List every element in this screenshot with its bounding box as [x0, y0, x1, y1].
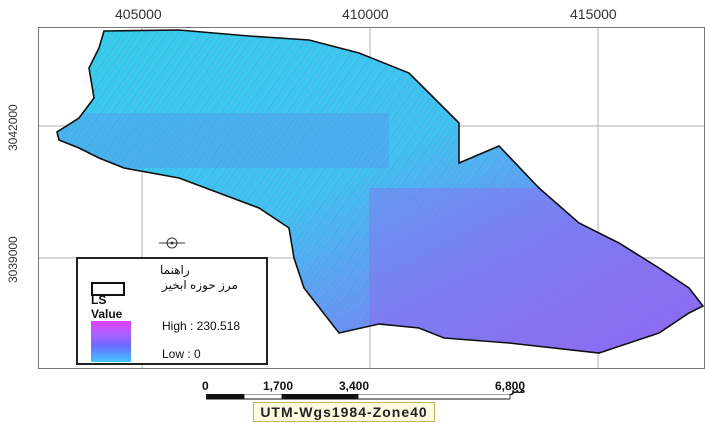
scale-tick-6800: 6,800 — [495, 379, 526, 393]
scale-tick-1700: 1,700 — [263, 379, 294, 393]
scale-tick-0: 0 — [202, 379, 209, 393]
y-coord-label-3039000: 3039000 — [6, 236, 20, 283]
map-legend: راهنما مرز حوزه ابخیز LS Value High : 23… — [76, 257, 268, 365]
scale-unit: متر — [509, 385, 526, 396]
x-coord-label-415000: 415000 — [570, 6, 617, 22]
legend-field-label: Value — [91, 307, 123, 321]
x-coord-label-410000: 410000 — [342, 6, 389, 22]
north-arrow-icon — [159, 237, 185, 249]
scale-tick-3400: 3,400 — [339, 379, 370, 393]
legend-low-label: Low : 0 — [162, 347, 201, 361]
legend-high-label: High : 230.518 — [162, 319, 241, 333]
y-coord-label-3042000: 3042000 — [6, 104, 20, 151]
legend-layer-name: LS — [91, 293, 107, 307]
legend-title: راهنما — [160, 263, 190, 277]
legend-color-ramp — [91, 321, 131, 362]
legend-boundary-swatch — [91, 282, 125, 296]
x-coord-label-405000: 405000 — [115, 6, 162, 22]
scale-bar-graphic — [206, 394, 511, 400]
projection-label: UTM-Wgs1984-Zone40 — [253, 402, 435, 422]
legend-boundary-label: مرز حوزه ابخیز — [162, 278, 238, 292]
